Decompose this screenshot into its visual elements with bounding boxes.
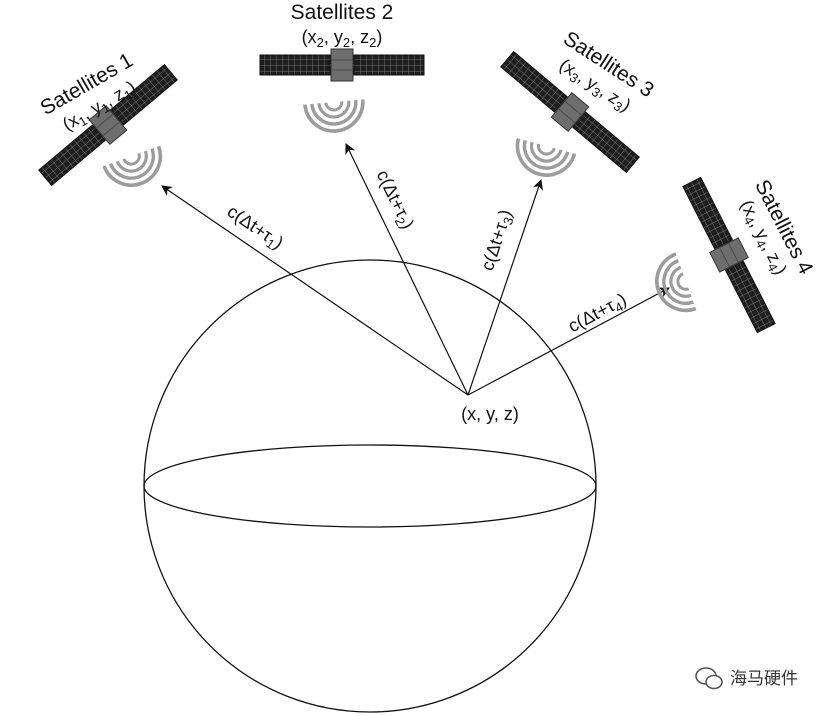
wechat-icon (695, 667, 723, 690)
range-label-2: c(Δt+τ2) (370, 167, 419, 234)
signal-waves-4-icon (646, 252, 698, 321)
svg-text:c(Δt+τ4): c(Δt+τ4) (565, 289, 631, 339)
receiver-label: (x, y, z) (461, 404, 519, 424)
range-line-3 (467, 178, 543, 396)
svg-text:c(Δt+τ2): c(Δt+τ2) (370, 167, 418, 234)
range-line-1 (161, 185, 469, 396)
watermark-text: 海马硬件 (730, 669, 798, 689)
satellite-2-coord: (x2, y2, z2) (302, 27, 383, 50)
signal-waves-2-icon (303, 97, 368, 136)
satellite-2-label: Satellites 2 (x2, y2, z2) (291, 1, 394, 50)
range-lines (161, 143, 670, 396)
signal-waves-1-icon (102, 144, 171, 196)
range-label-4: c(Δt+τ4) (565, 289, 631, 339)
signal-waves-3-icon (509, 136, 577, 184)
svg-text:c(Δt+τ1): c(Δt+τ1) (222, 201, 287, 255)
range-label-1: c(Δt+τ1) (222, 201, 287, 255)
satellite-2-title: Satellites 2 (291, 1, 394, 24)
earth-sphere (143, 259, 597, 713)
range-line-2 (345, 143, 469, 396)
satellite-2-icon (259, 48, 425, 82)
watermark: 海马硬件 (695, 667, 798, 690)
range-line-4 (467, 287, 670, 396)
